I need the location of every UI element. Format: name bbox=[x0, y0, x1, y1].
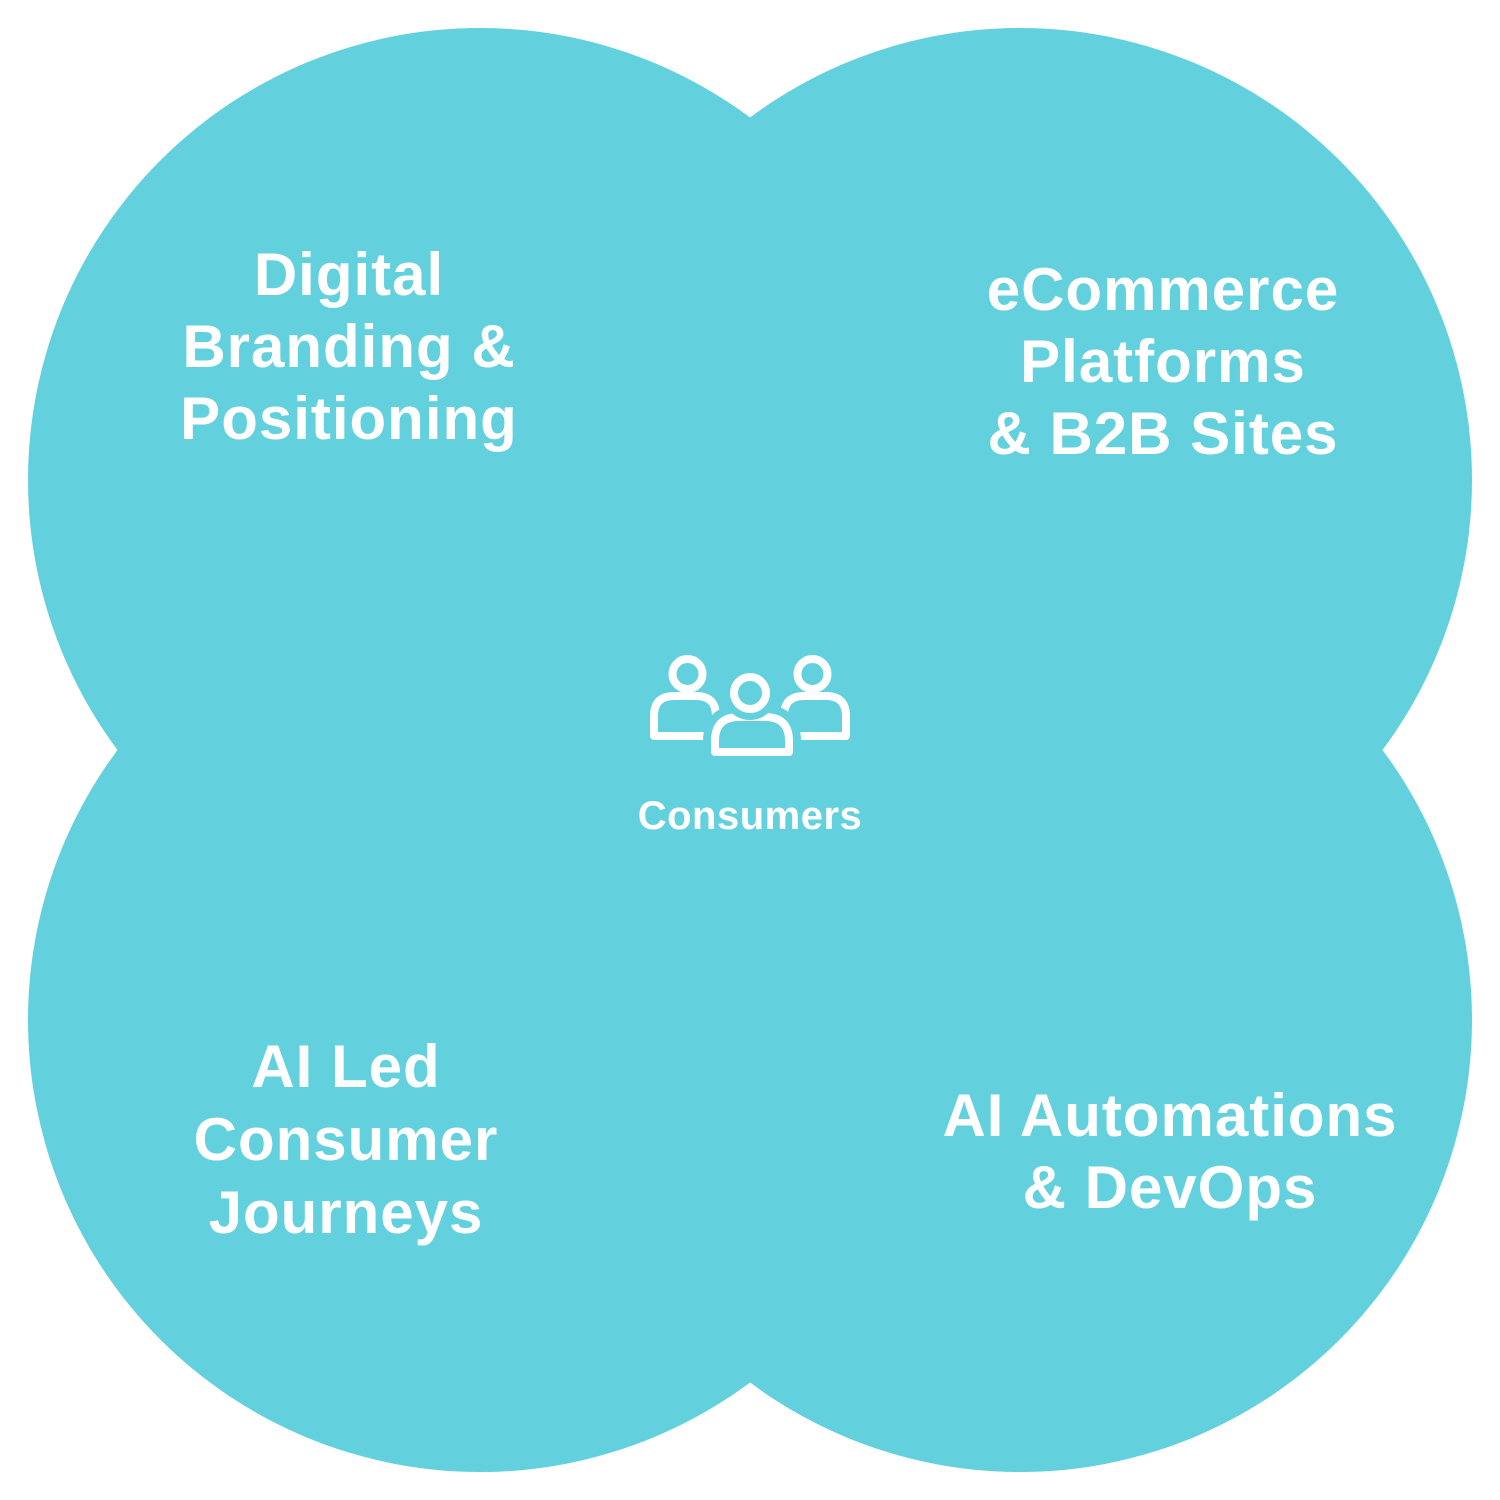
label-line: & DevOps bbox=[1022, 1154, 1318, 1221]
label-line: eCommerce bbox=[986, 256, 1340, 323]
label-line: Journeys bbox=[208, 1179, 484, 1246]
label-line: AI Automations bbox=[942, 1082, 1398, 1149]
label-line: Consumer bbox=[193, 1106, 499, 1173]
label-line: Branding & bbox=[182, 313, 516, 380]
label-line: Digital bbox=[253, 241, 445, 308]
label-line: AI Led bbox=[251, 1033, 441, 1100]
label-digital-branding-positioning: Digital Branding & Positioning bbox=[89, 239, 609, 455]
label-ai-automations-devops: AI Automations & DevOps bbox=[910, 1080, 1430, 1224]
center-label-consumers: Consumers bbox=[637, 794, 863, 838]
label-ai-led-consumer-journeys: AI Led Consumer Journeys bbox=[86, 1030, 606, 1249]
people-group-icon bbox=[650, 655, 850, 764]
label-ecommerce-platforms-b2b: eCommerce Platforms & B2B Sites bbox=[903, 254, 1423, 470]
label-line: Platforms bbox=[1020, 328, 1306, 395]
label-line: & B2B Sites bbox=[987, 400, 1339, 467]
label-line: Positioning bbox=[180, 385, 518, 452]
